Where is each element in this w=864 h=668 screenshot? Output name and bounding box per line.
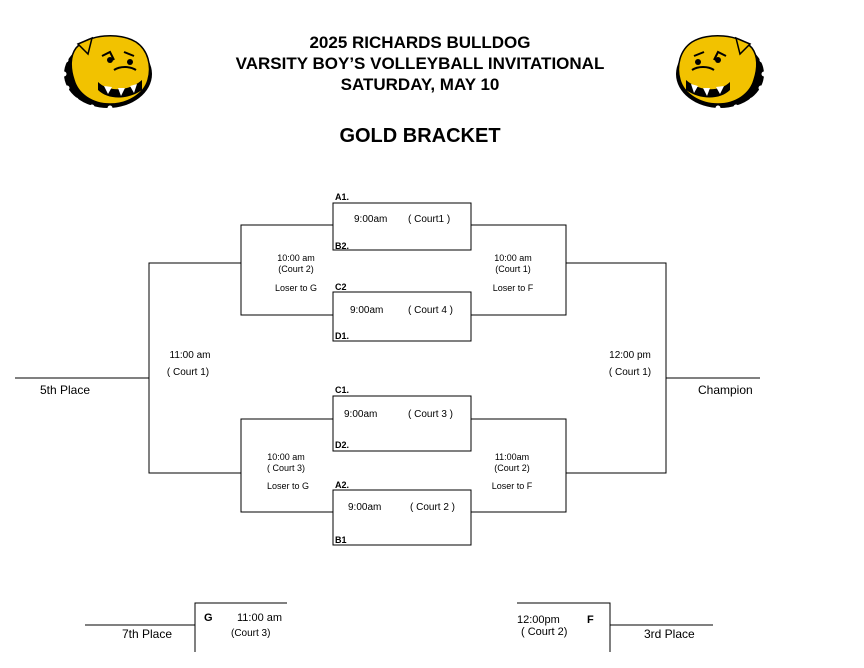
champion-label: Champion — [698, 383, 753, 397]
loser-note: Loser to F — [492, 283, 534, 293]
bracket-title: GOLD BRACKET — [339, 125, 501, 147]
game-time: 11:00am — [494, 452, 530, 462]
slot-label: D1. — [335, 331, 350, 341]
slot-label: C1. — [335, 385, 350, 395]
game-court: ( Court 4 ) — [408, 305, 454, 316]
game-time: 10:00 am — [277, 253, 315, 263]
game-time: 9:00am — [354, 214, 388, 225]
event-title: 2025 RICHARDS BULLDOG — [309, 33, 531, 52]
bulldog-mascot-icon — [676, 35, 767, 110]
game-time: 10:00 am — [494, 253, 532, 263]
slot-label: A2. — [335, 480, 350, 490]
game-time: 10:00 am — [267, 452, 305, 462]
game-court: ( Court 2) — [521, 626, 568, 638]
game-time: 11:00 am — [237, 612, 283, 624]
game-court: ( Court 2 ) — [410, 502, 456, 513]
game-court: (Court 2) — [278, 264, 314, 274]
game-court: (Court 2) — [494, 463, 530, 473]
seventh-place-label: 7th Place — [122, 627, 173, 641]
slot-label: D2. — [335, 440, 350, 450]
game-time: 12:00pm — [517, 614, 560, 626]
game-court: ( Court 1) — [608, 367, 652, 378]
loser-note: Loser to G — [266, 481, 310, 491]
game-time: 11:00 am — [169, 350, 211, 361]
game-court: ( Court 1) — [166, 367, 210, 378]
event-date: SATURDAY, MAY 10 — [340, 75, 500, 94]
game-letter: G — [204, 612, 213, 624]
bulldog-mascot-icon — [61, 35, 152, 110]
game-time: 9:00am — [348, 502, 382, 513]
fifth-place-label: 5th Place — [40, 383, 91, 397]
loser-note: Loser to F — [491, 481, 533, 491]
event-subtitle: VARSITY BOY’S VOLLEYBALL INVITATIONAL — [235, 54, 605, 73]
game-time: 9:00am — [344, 409, 378, 420]
game-letter: F — [587, 614, 594, 626]
game-court: ( Court1 ) — [408, 214, 451, 225]
game-court: ( Court 3) — [266, 463, 305, 473]
loser-note: Loser to G — [274, 283, 318, 293]
game-court: (Court 1) — [495, 264, 531, 274]
slot-label: A1. — [335, 192, 350, 202]
slot-label: B2. — [335, 241, 350, 251]
slot-label: C2 — [335, 282, 347, 292]
slot-label: B1 — [335, 535, 347, 545]
game-time: 12:00 pm — [609, 350, 651, 361]
game-time: 9:00am — [350, 305, 384, 316]
game-court: (Court 3) — [231, 628, 271, 639]
third-place-label: 3rd Place — [644, 627, 695, 641]
game-court: ( Court 3 ) — [408, 409, 454, 420]
